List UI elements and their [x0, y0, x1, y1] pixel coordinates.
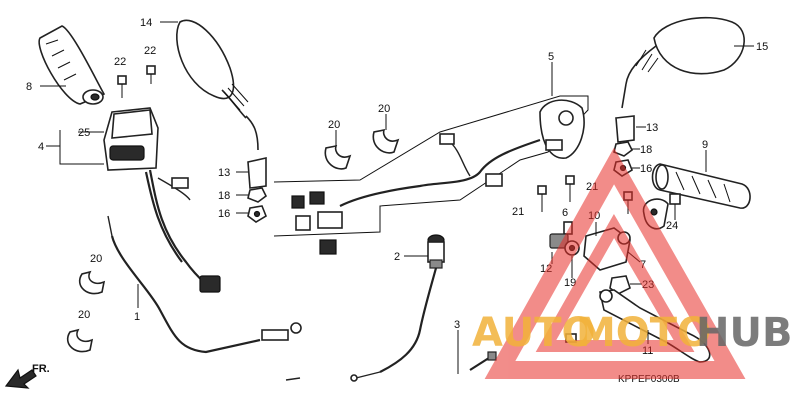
nut-16-left[interactable] — [247, 205, 267, 223]
callout-8: 8 — [26, 81, 32, 93]
callout-18-left: 18 — [218, 190, 230, 202]
front-direction-arrow-icon — [4, 368, 37, 389]
callout-4: 4 — [38, 141, 44, 153]
watermark-text-hub: HUB — [696, 310, 792, 356]
watermark-text-moto: MOTO — [576, 310, 711, 356]
callout-16-right: 16 — [640, 163, 652, 175]
callout-6-upper: 6 — [562, 207, 568, 219]
bolt-24[interactable] — [669, 193, 681, 220]
clutch-cable[interactable] — [107, 215, 302, 354]
cover-13-left[interactable] — [247, 157, 267, 189]
callout-20-d: 20 — [78, 309, 90, 321]
callout-22-left: 22 — [114, 56, 126, 68]
left-switch-housing[interactable] — [103, 107, 221, 293]
callout-15: 15 — [756, 41, 768, 53]
right-switch-and-harness[interactable] — [273, 95, 589, 255]
callout-21-b: 21 — [512, 206, 524, 218]
callout-16-left: 16 — [218, 208, 230, 220]
wire-clamp-20-b[interactable] — [372, 128, 400, 154]
watermark-logo — [484, 147, 746, 379]
bolt-21-a[interactable] — [565, 175, 575, 202]
left-mirror[interactable] — [176, 19, 259, 151]
watermark-text-auto: AUTO — [472, 310, 596, 356]
cover-13-right[interactable] — [615, 115, 635, 143]
callout-20-a: 20 — [328, 119, 340, 131]
callout-14: 14 — [140, 17, 152, 29]
bolt-21-b[interactable] — [537, 185, 547, 212]
direction-label: FR. — [32, 363, 50, 375]
wire-clamp-20-a[interactable] — [324, 144, 352, 170]
nut-23[interactable] — [609, 275, 631, 295]
callout-24: 24 — [666, 220, 678, 232]
right-throttle-grip[interactable] — [651, 163, 751, 209]
diagram-code: KPPEF0300B — [618, 374, 680, 385]
choke-knob[interactable] — [427, 234, 445, 269]
callout-1: 1 — [134, 311, 140, 323]
choke-cable[interactable] — [285, 267, 497, 382]
callout-22-right: 22 — [144, 45, 156, 57]
wire-clamp-20-c[interactable] — [78, 270, 106, 295]
callout-20-b: 20 — [378, 103, 390, 115]
screw-22-left[interactable] — [117, 75, 127, 98]
right-mirror[interactable] — [621, 16, 745, 109]
nut-18-left[interactable] — [247, 187, 268, 203]
callout-20-c: 20 — [90, 253, 102, 265]
callout-13-left: 13 — [218, 167, 230, 179]
callout-3: 3 — [454, 319, 460, 331]
callout-2: 2 — [394, 251, 400, 263]
callout-13-right: 13 — [646, 122, 658, 134]
left-grip[interactable] — [38, 25, 106, 105]
callout-5: 5 — [548, 51, 554, 63]
screw-22-right[interactable] — [146, 65, 156, 84]
callout-18-right: 18 — [640, 144, 652, 156]
callout-25: 25 — [78, 127, 90, 139]
leader-4 — [59, 130, 104, 165]
wire-clamp-20-d[interactable] — [66, 328, 94, 353]
callout-9: 9 — [702, 139, 708, 151]
